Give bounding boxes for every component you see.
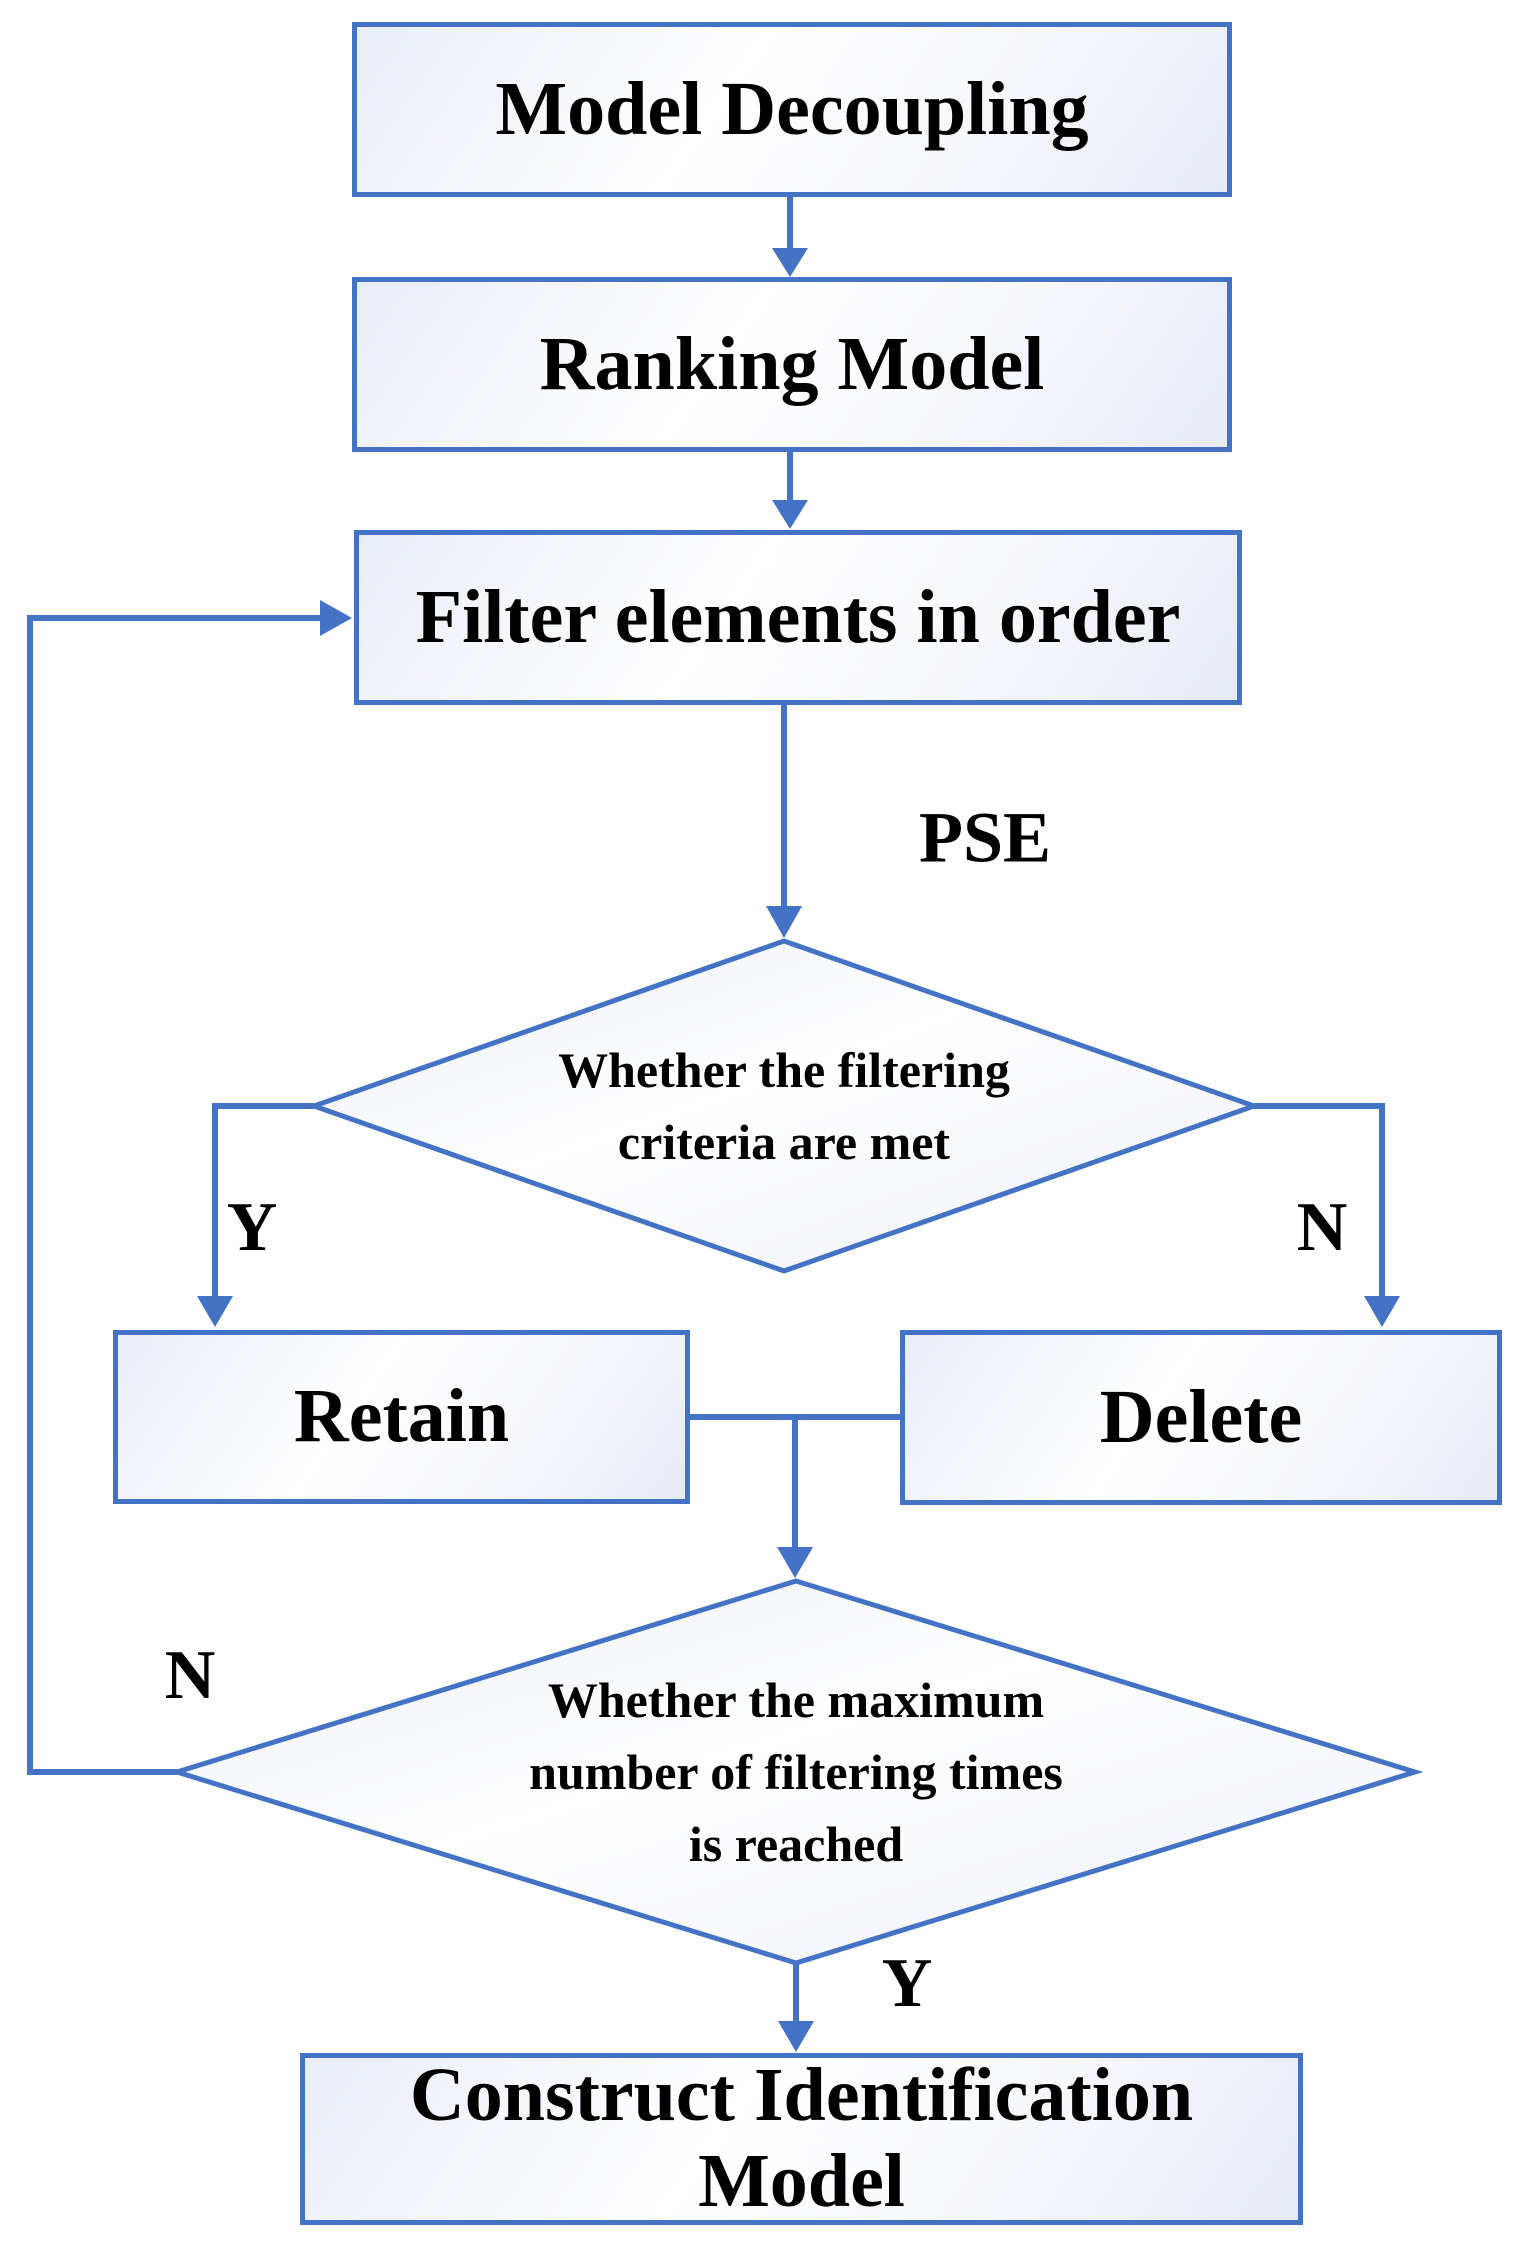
decision-criteria-diamond <box>306 938 1262 1274</box>
arrowhead-drop-to-max-times <box>777 1547 813 1578</box>
node-delete: Delete <box>900 1330 1502 1505</box>
arrowhead-max-times-no-loop <box>320 600 352 636</box>
node-ranking-model-label: Ranking Model <box>539 321 1045 406</box>
node-filter-elements-label: Filter elements in order <box>415 574 1181 659</box>
decision-max-times-line1: Whether the maximum <box>547 1672 1045 1728</box>
node-retain-label: Retain <box>293 1374 510 1459</box>
node-filter-elements: Filter elements in order <box>354 530 1242 705</box>
decision-max-times-line3: is reached <box>688 1816 904 1872</box>
node-construct-model-line2: Model <box>698 2139 905 2223</box>
edge-label-criteria-no: N <box>1296 1189 1348 1266</box>
decision-criteria-line2: criteria are met <box>617 1114 951 1170</box>
node-retain: Retain <box>113 1330 690 1504</box>
node-ranking-model: Ranking Model <box>352 277 1232 452</box>
node-construct-model-line1: Construct Identification <box>409 2053 1194 2138</box>
edge-max-times-no-loop <box>27 615 322 1775</box>
node-construct-model: Construct Identification Model <box>300 2053 1303 2225</box>
node-construct-model-label: Construct Identification Model <box>410 2053 1193 2225</box>
arrowhead-criteria-yes <box>197 1296 233 1327</box>
edge-label-pse: PSE <box>918 797 1052 878</box>
arrowhead-max-times-yes <box>778 2021 814 2052</box>
arrowhead-filter-to-criteria <box>766 906 802 938</box>
decision-criteria-line1: Whether the filtering <box>558 1042 1010 1098</box>
decision-max-times-text: Whether the maximum number of filtering … <box>529 1664 1063 1880</box>
edge-criteria-no <box>1254 1103 1385 1298</box>
decision-max-times-line2: number of filtering times <box>529 1744 1063 1800</box>
node-delete-label: Delete <box>1099 1374 1303 1459</box>
arrowhead-criteria-no <box>1364 1296 1400 1327</box>
arrowhead-decoupling-to-ranking <box>772 248 808 277</box>
edge-criteria-yes <box>212 1103 314 1298</box>
arrowhead-ranking-to-filter <box>772 500 808 529</box>
edge-label-criteria-yes: Y <box>226 1189 278 1266</box>
node-model-decoupling-label: Model Decoupling <box>495 66 1089 151</box>
decision-criteria-text: Whether the filtering criteria are met <box>558 1034 1010 1178</box>
node-model-decoupling: Model Decoupling <box>352 22 1232 197</box>
edge-label-max-times-no: N <box>164 1637 216 1714</box>
edge-label-max-times-yes: Y <box>881 1945 933 2022</box>
